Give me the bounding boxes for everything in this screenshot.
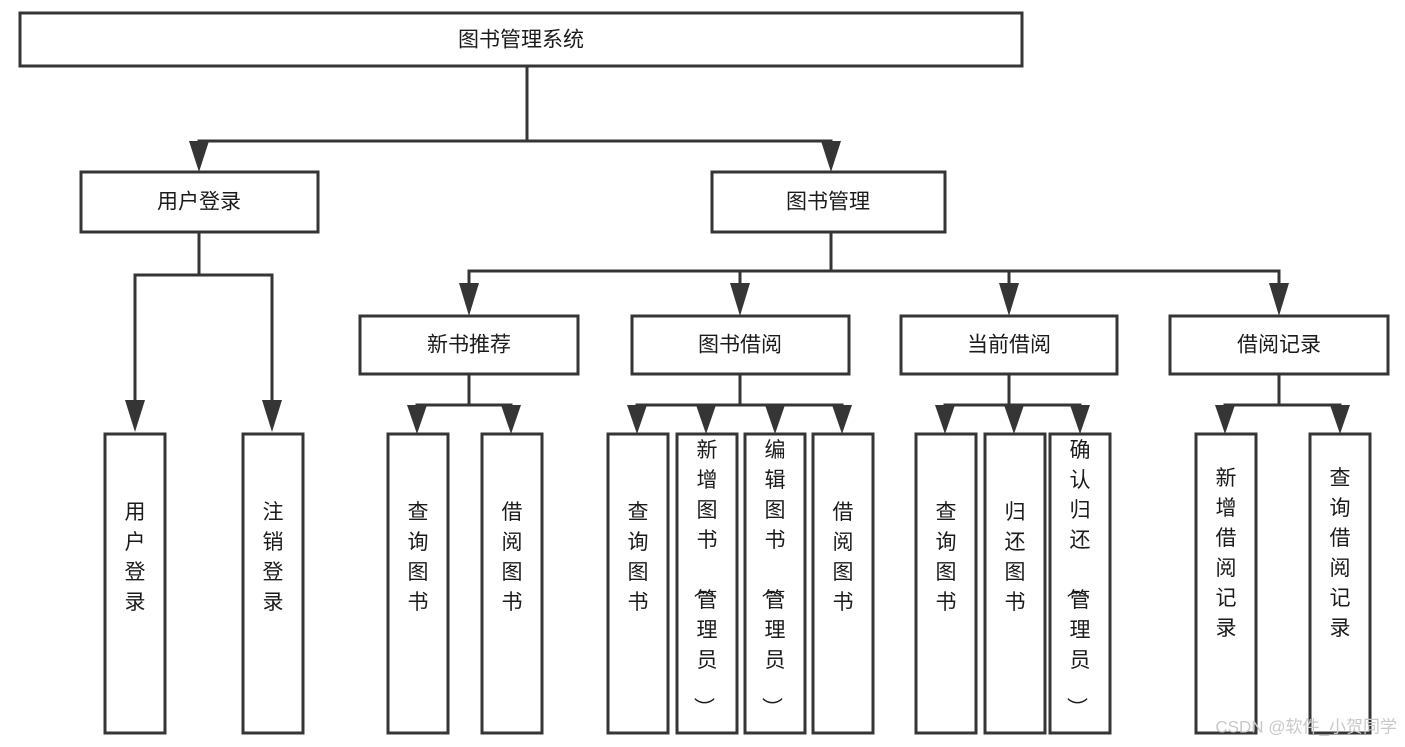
node-leaf-query-book-1-box[interactable] xyxy=(386,432,450,735)
node-leaf-user-login[interactable]: 用户登录 xyxy=(103,432,167,735)
node-leaf-add-book-label: 新增图书（管理员） xyxy=(692,439,718,718)
node-leaf-query-book-2[interactable]: 查询图书 xyxy=(606,432,670,735)
node-leaf-query-book-1-label: 查询图书 xyxy=(408,501,429,614)
arrowhead-leaf-query-book-1 xyxy=(407,405,427,434)
node-leaf-edit-book[interactable]: 编辑图书（管理员） xyxy=(743,432,807,735)
node-leaf-add-record-box[interactable] xyxy=(1194,432,1258,735)
node-new-book-recommend-label: 新书推荐 xyxy=(427,334,511,357)
arrowhead-book-borrow xyxy=(730,283,750,316)
arrowhead-user-login xyxy=(189,141,209,172)
node-leaf-edit-book-box[interactable] xyxy=(743,432,807,735)
node-borrow-record-label: 借阅记录 xyxy=(1237,334,1321,357)
arrowhead-leaf-add-book xyxy=(696,405,716,434)
arrowhead-leaf-logout-login xyxy=(262,400,282,432)
arrowhead-new-book-recommend xyxy=(459,283,479,316)
node-leaf-add-book[interactable]: 新增图书（管理员） xyxy=(675,432,739,735)
node-leaf-query-record-box[interactable] xyxy=(1308,432,1372,735)
node-leaf-add-record[interactable]: 新增借阅记录 xyxy=(1194,432,1258,735)
node-book-management[interactable]: 图书管理 xyxy=(710,170,947,234)
node-current-borrow-box[interactable] xyxy=(899,314,1119,376)
arrowhead-leaf-user-login xyxy=(125,400,145,432)
node-new-book-recommend-box[interactable] xyxy=(358,314,580,376)
node-leaf-borrow-book-1-box[interactable] xyxy=(480,432,544,735)
arrowhead-leaf-borrow-book-1 xyxy=(501,405,521,434)
node-root-box[interactable] xyxy=(18,11,1024,68)
node-borrow-record-box[interactable] xyxy=(1168,314,1390,376)
arrowhead-leaf-return-book xyxy=(1004,405,1024,434)
arrowhead-leaf-add-record xyxy=(1215,405,1235,434)
node-leaf-return-book-box[interactable] xyxy=(983,432,1047,735)
node-leaf-user-login-box[interactable] xyxy=(103,432,167,735)
node-root[interactable]: 图书管理系统 xyxy=(18,11,1024,68)
node-book-borrow-box[interactable] xyxy=(630,314,851,376)
arrowhead-book-management xyxy=(821,141,841,172)
node-current-borrow[interactable]: 当前借阅 xyxy=(899,314,1119,376)
node-leaf-logout-login-label: 注销登录 xyxy=(263,501,284,614)
node-book-management-label: 图书管理 xyxy=(786,191,870,214)
node-leaf-query-book-1[interactable]: 查询图书 xyxy=(386,432,450,735)
node-user-login-box[interactable] xyxy=(79,170,320,234)
node-book-management-box[interactable] xyxy=(710,170,947,234)
node-leaf-query-record[interactable]: 查询借阅记录 xyxy=(1308,432,1372,735)
node-leaf-query-record-label: 查询借阅记录 xyxy=(1330,467,1351,640)
node-current-borrow-label: 当前借阅 xyxy=(967,334,1051,357)
node-leaf-user-login-label: 用户登录 xyxy=(125,501,146,614)
node-leaf-logout-login[interactable]: 注销登录 xyxy=(241,432,305,735)
node-leaf-borrow-book-1[interactable]: 借阅图书 xyxy=(480,432,544,735)
arrowhead-leaf-borrow-book-2 xyxy=(832,405,852,434)
arrowhead-leaf-confirm-return xyxy=(1070,405,1090,434)
node-leaf-logout-login-box[interactable] xyxy=(241,432,305,735)
node-leaf-borrow-book-2-box[interactable] xyxy=(811,432,875,735)
node-leaf-borrow-book-2-label: 借阅图书 xyxy=(833,501,854,614)
node-leaf-edit-book-label: 编辑图书（管理员） xyxy=(760,439,786,718)
node-new-book-recommend[interactable]: 新书推荐 xyxy=(358,314,580,376)
connector-group xyxy=(125,64,1350,434)
arrowhead-leaf-query-book-3 xyxy=(935,405,955,434)
node-book-borrow-label: 图书借阅 xyxy=(698,334,782,357)
node-leaf-add-book-box[interactable] xyxy=(675,432,739,735)
arrowhead-leaf-edit-book xyxy=(765,405,785,434)
node-leaf-query-book-2-label: 查询图书 xyxy=(628,501,649,614)
arrowhead-leaf-query-book-2 xyxy=(627,405,647,434)
node-leaf-confirm-return-box[interactable] xyxy=(1048,432,1112,735)
node-book-borrow[interactable]: 图书借阅 xyxy=(630,314,851,376)
arrowhead-current-borrow xyxy=(999,283,1019,316)
node-leaf-return-book[interactable]: 归还图书 xyxy=(983,432,1047,735)
node-leaf-add-record-label: 新增借阅记录 xyxy=(1216,467,1237,640)
node-leaf-confirm-return-label: 确认归还（管理员） xyxy=(1065,439,1091,718)
node-leaf-query-book-2-box[interactable] xyxy=(606,432,670,735)
node-user-login-label: 用户登录 xyxy=(157,191,241,214)
node-leaf-query-book-3[interactable]: 查询图书 xyxy=(914,432,978,735)
node-leaf-confirm-return[interactable]: 确认归还（管理员） xyxy=(1048,432,1112,735)
watermark-label: CSDN @软件_小贺同学 xyxy=(1215,717,1397,736)
node-leaf-return-book-label: 归还图书 xyxy=(1005,501,1026,614)
arrowhead-leaf-query-record xyxy=(1330,405,1350,434)
node-user-login[interactable]: 用户登录 xyxy=(79,170,320,234)
node-leaf-query-book-3-box[interactable] xyxy=(914,432,978,735)
node-borrow-record[interactable]: 借阅记录 xyxy=(1168,314,1390,376)
node-leaf-borrow-book-2[interactable]: 借阅图书 xyxy=(811,432,875,735)
arrowhead-borrow-record xyxy=(1269,283,1289,316)
node-leaf-borrow-book-1-label: 借阅图书 xyxy=(502,501,523,614)
node-root-label: 图书管理系统 xyxy=(458,29,584,52)
node-leaf-query-book-3-label: 查询图书 xyxy=(936,501,957,614)
